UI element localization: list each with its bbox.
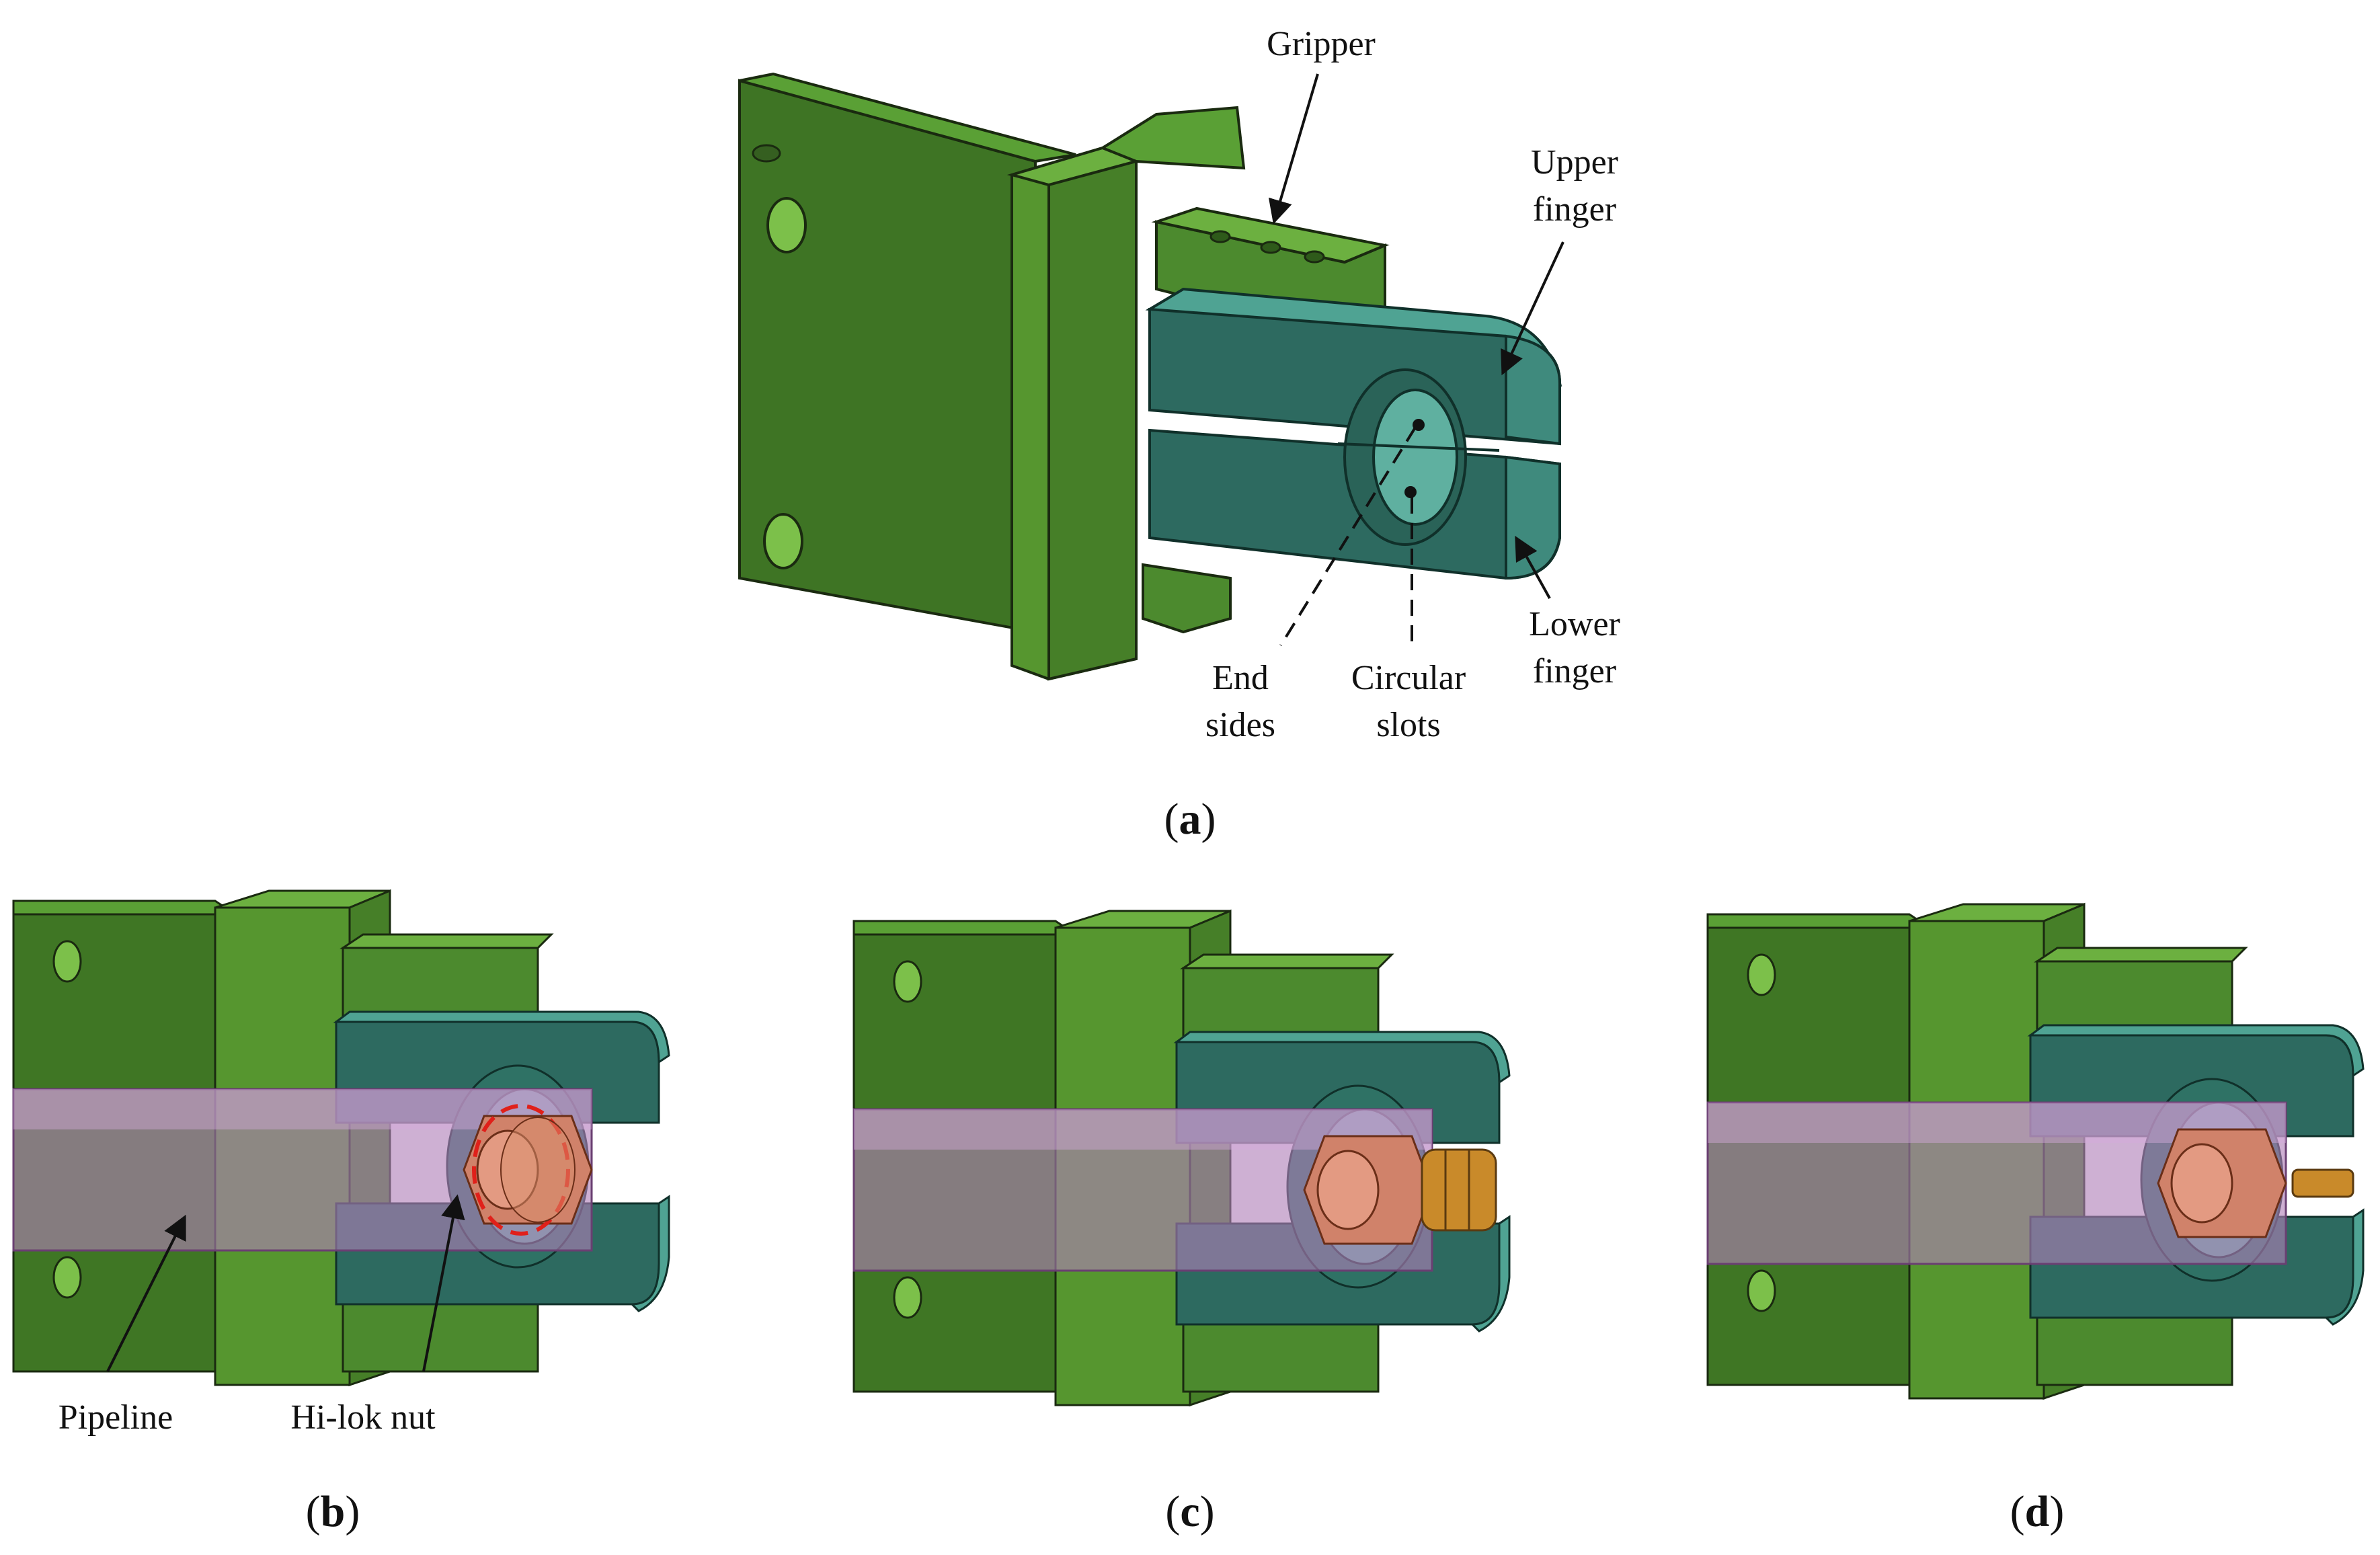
lower-finger-label-2: finger bbox=[1533, 652, 1616, 690]
caption-b: (b) bbox=[306, 1487, 360, 1536]
end-sides-leader bbox=[1279, 426, 1417, 647]
hilok-nut-arrow bbox=[422, 1194, 465, 1372]
panel-a-drawing bbox=[738, 72, 1562, 681]
upper-finger-label-2: finger bbox=[1533, 190, 1616, 229]
pipeline-label: Pipeline bbox=[58, 1398, 173, 1437]
circular-slots-label-1: Circular bbox=[1351, 659, 1466, 697]
lower-finger-label-1: Lower bbox=[1529, 605, 1620, 643]
panel-d-drawing bbox=[1706, 903, 2365, 1400]
caption-d: (d) bbox=[2010, 1487, 2065, 1536]
gripper-arrow bbox=[1268, 73, 1319, 225]
panel-b-drawing bbox=[12, 889, 670, 1386]
caption-c: (c) bbox=[1165, 1487, 1214, 1536]
panel-c-drawing bbox=[852, 910, 1511, 1406]
pipeline-arrow bbox=[106, 1214, 186, 1372]
gripper-label: Gripper bbox=[1267, 25, 1376, 63]
upper-finger-arrow bbox=[1501, 241, 1564, 376]
hilok-nut-label: Hi-lok nut bbox=[290, 1398, 436, 1437]
end-sides-label-2: sides bbox=[1205, 706, 1275, 744]
caption-a: (a) bbox=[1164, 795, 1216, 844]
upper-finger-label-1: Upper bbox=[1531, 143, 1618, 182]
lower-finger-arrow bbox=[1515, 535, 1551, 599]
circular-slots-label-2: slots bbox=[1376, 706, 1440, 744]
end-sides-label-1: End bbox=[1212, 659, 1269, 697]
